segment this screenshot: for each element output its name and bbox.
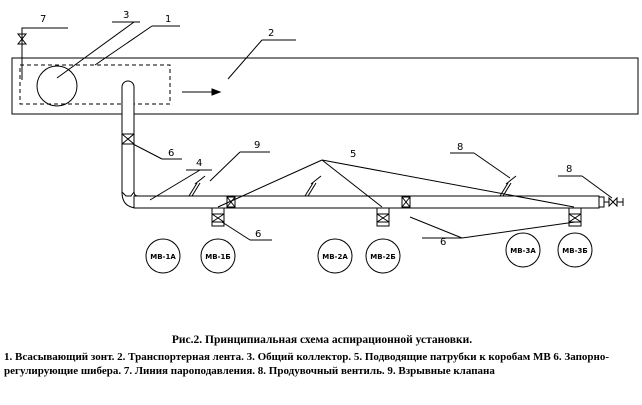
bin-label-mv-1b: МВ-1Б bbox=[205, 253, 230, 261]
explosion-valve-2 bbox=[304, 175, 322, 197]
common-collector bbox=[36, 65, 78, 107]
leader-3 bbox=[56, 21, 135, 79]
label-1: 1 bbox=[165, 14, 171, 25]
leader-2 bbox=[227, 39, 263, 80]
bin-label-mv-2a: МВ-2А bbox=[322, 253, 348, 261]
label-6-mid: 6 bbox=[255, 229, 261, 240]
explosion-valve-3 bbox=[499, 175, 517, 197]
bin-mv-2b bbox=[365, 238, 401, 274]
leader-8-right bbox=[581, 175, 613, 199]
leader-6-mid bbox=[221, 221, 251, 241]
label-2: 2 bbox=[268, 28, 274, 39]
bin-label-mv-1a: МВ-1А bbox=[150, 253, 176, 261]
label-7: 7 bbox=[40, 14, 46, 25]
damper-vertical bbox=[121, 133, 135, 145]
figure-caption-legend: 1. Всасывающий зонт. 2. Транспортерная л… bbox=[4, 351, 610, 377]
label-6-top: 6 bbox=[168, 148, 174, 159]
label-8-right: 8 bbox=[566, 164, 572, 175]
leader-4 bbox=[149, 169, 201, 201]
branch-pipe-3 bbox=[568, 207, 582, 227]
steam-line-valve bbox=[16, 33, 28, 45]
leader-6-right-b bbox=[461, 221, 576, 239]
label-8-mid: 8 bbox=[457, 142, 463, 153]
leader-1 bbox=[94, 25, 153, 66]
bin-mv-1a bbox=[145, 238, 181, 274]
label-3: 3 bbox=[123, 10, 129, 21]
label-4: 4 bbox=[196, 158, 202, 169]
bin-mv-3a bbox=[505, 232, 541, 268]
label-9: 9 bbox=[254, 140, 260, 151]
suction-hood bbox=[19, 64, 171, 105]
leader-5-a bbox=[217, 159, 323, 208]
flow-arrow-head bbox=[211, 88, 222, 96]
explosion-valve-1 bbox=[188, 175, 206, 197]
label-5: 5 bbox=[350, 149, 356, 160]
duct-end-cap bbox=[598, 196, 605, 208]
leader-6-top bbox=[132, 143, 163, 160]
leader-6-right-a bbox=[409, 216, 463, 239]
bin-mv-3b bbox=[557, 232, 593, 268]
duct-damper-1 bbox=[226, 196, 236, 208]
bin-label-mv-3a: МВ-3А bbox=[510, 247, 536, 255]
bin-label-mv-2b: МВ-2Б bbox=[370, 253, 395, 261]
leader-5-b bbox=[321, 159, 383, 208]
steam-line bbox=[21, 27, 68, 80]
branch-pipe-2 bbox=[376, 207, 390, 227]
conveyor-belt bbox=[11, 57, 639, 115]
purge-valve bbox=[604, 196, 624, 208]
label-6-right: 6 bbox=[440, 237, 446, 248]
branch-pipe-1 bbox=[211, 207, 225, 227]
bin-label-mv-3b: МВ-3Б bbox=[562, 247, 587, 255]
bin-mv-1b bbox=[200, 238, 236, 274]
figure-caption-title: Рис.2. Принципиальная схема аспирационно… bbox=[171, 334, 473, 346]
duct-damper-2 bbox=[401, 196, 411, 208]
leader-9 bbox=[209, 151, 241, 182]
main-duct bbox=[133, 195, 600, 209]
leader-8-mid bbox=[473, 152, 511, 179]
bin-mv-2a bbox=[317, 238, 353, 274]
leader-5-c bbox=[321, 159, 575, 208]
